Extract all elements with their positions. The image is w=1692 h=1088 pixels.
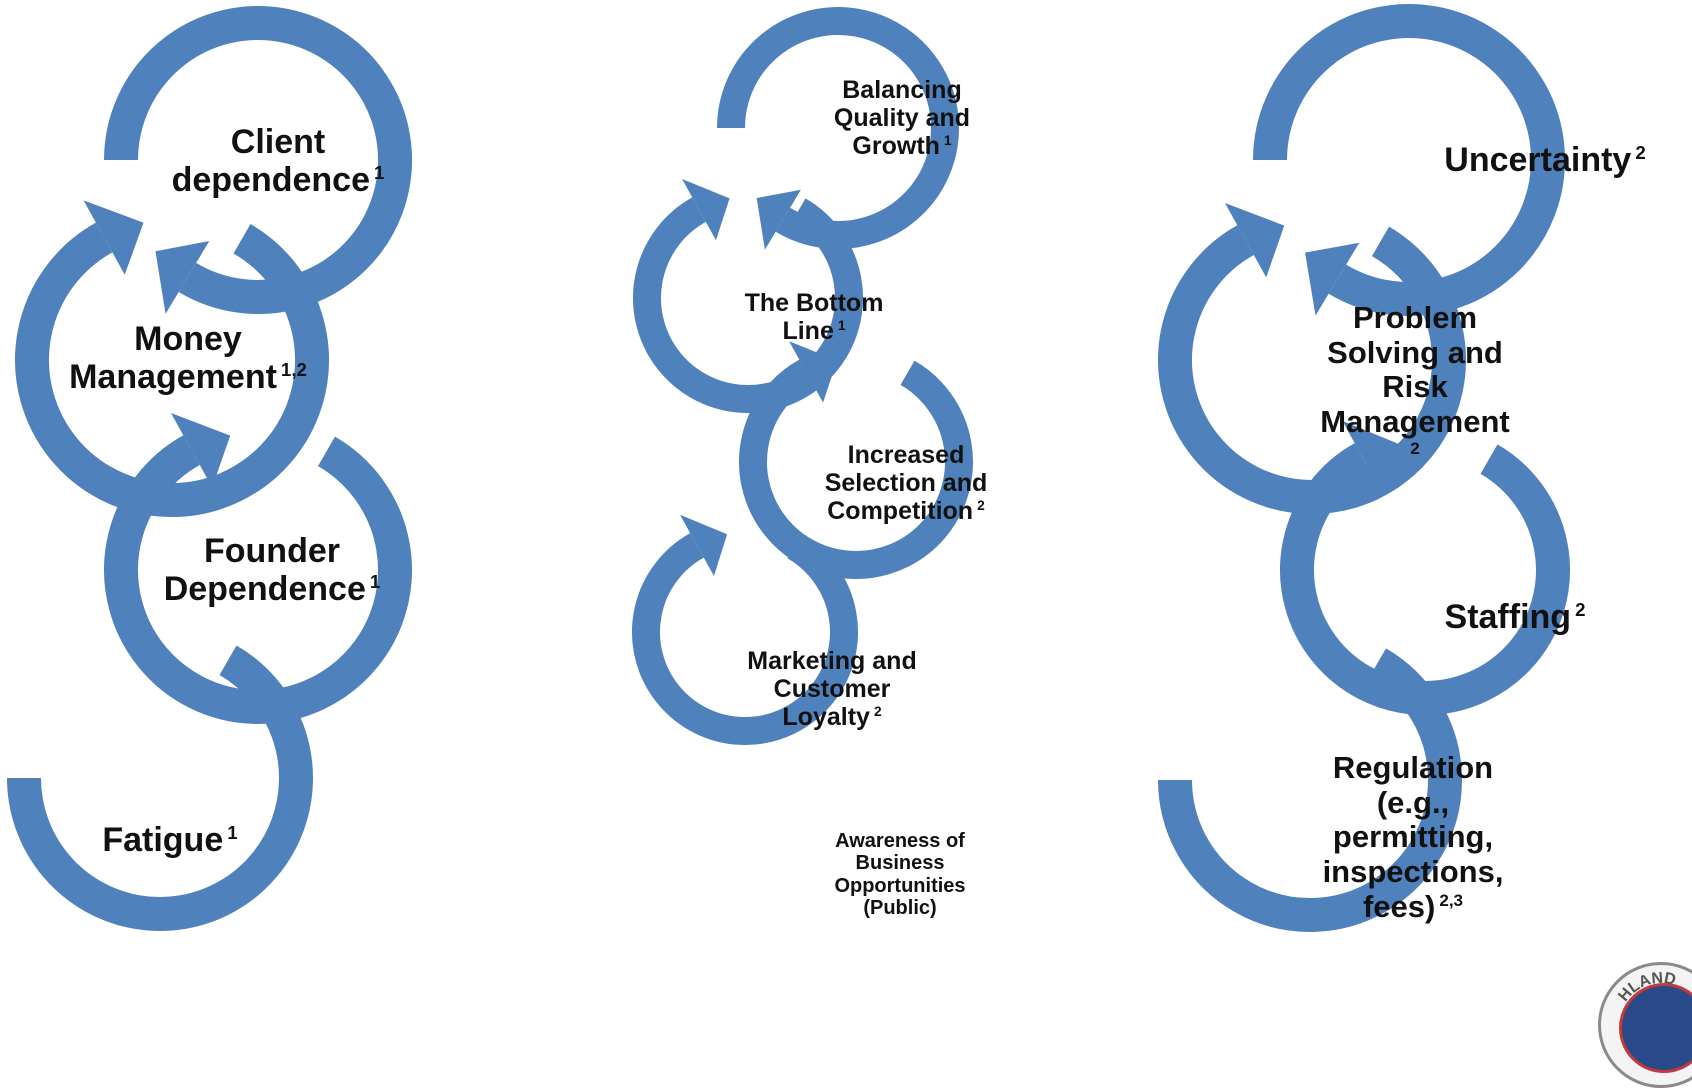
cycle-arc-right-4: [1158, 648, 1462, 932]
label-line: Founder: [204, 532, 340, 570]
label-line: Customer: [773, 675, 891, 703]
footnote-marker: 1: [943, 132, 952, 148]
label-line: Awareness of: [835, 830, 965, 852]
arrowhead-right-2: [1224, 203, 1285, 278]
label-line: Opportunities: [834, 874, 966, 897]
footnote-marker: 1,2: [280, 358, 307, 380]
footnote-marker: 1: [369, 570, 381, 592]
arrowhead-right-3: [1342, 420, 1400, 496]
label-line: (e.g.,: [1376, 784, 1450, 820]
label-line: Selection and: [824, 469, 988, 497]
footnote-marker: 2: [1635, 141, 1646, 163]
label-line: The Bottom: [744, 289, 884, 317]
arrowhead-middle-2: [682, 179, 730, 241]
footnote-marker: 1: [837, 317, 846, 333]
label-line: Marketing and: [747, 647, 917, 675]
label-line: Client: [230, 123, 326, 161]
footnote-marker: 1: [227, 821, 238, 843]
footnote-marker: 1: [373, 161, 385, 183]
arrowhead-middle-3: [789, 341, 838, 403]
arrowhead-left-1: [155, 241, 210, 314]
svg-text:HLAND: HLAND: [1615, 970, 1677, 1005]
cycle-arc-middle-2: [633, 197, 863, 413]
footnote-marker: 2: [1410, 438, 1420, 458]
arrowhead-right-1: [1305, 242, 1360, 316]
node-label-right-4: Regulation(e.g.,permitting,inspections,f…: [1273, 750, 1553, 925]
university-seal-logo: HLAND: [1598, 962, 1692, 1088]
arrowhead-left-3: [170, 413, 231, 488]
cycle-arc-middle-3: [739, 359, 973, 579]
arrowhead-left-2: [83, 200, 144, 275]
label-line: (Public): [863, 897, 937, 920]
cycle-arc-right-3: [1280, 443, 1570, 715]
cycle-arrows: [7, 4, 1570, 932]
footnote-marker: 2: [873, 703, 882, 719]
cycle-arc-left-4: [7, 645, 313, 931]
footnote-marker: 2,3: [1439, 890, 1464, 910]
label-line: inspections,: [1322, 854, 1504, 890]
label-line: Balancing: [842, 76, 962, 104]
arrowhead-middle-4: [680, 514, 728, 577]
label-line: Increased: [847, 441, 965, 469]
arrowhead-middle-1: [756, 189, 801, 250]
label-line: fees)2,3: [1362, 888, 1464, 924]
label-line: permitting,: [1332, 819, 1494, 855]
cycle-arc-left-2: [15, 222, 329, 517]
label-line: Business: [855, 852, 945, 875]
label-line: Solving and: [1327, 334, 1503, 370]
cycle-arc-middle-4: [632, 533, 858, 745]
label-line: Risk: [1382, 369, 1448, 405]
footnote-marker: 2: [1575, 598, 1586, 620]
label-line: Regulation: [1332, 750, 1494, 785]
label-line: Problem: [1352, 300, 1478, 335]
cycle-arc-middle-1: [717, 7, 959, 249]
label-line: Management: [1320, 404, 1510, 440]
footnote-marker: 2: [977, 497, 985, 513]
label-line: Quality and: [833, 104, 971, 132]
label-line: Money: [134, 320, 242, 358]
